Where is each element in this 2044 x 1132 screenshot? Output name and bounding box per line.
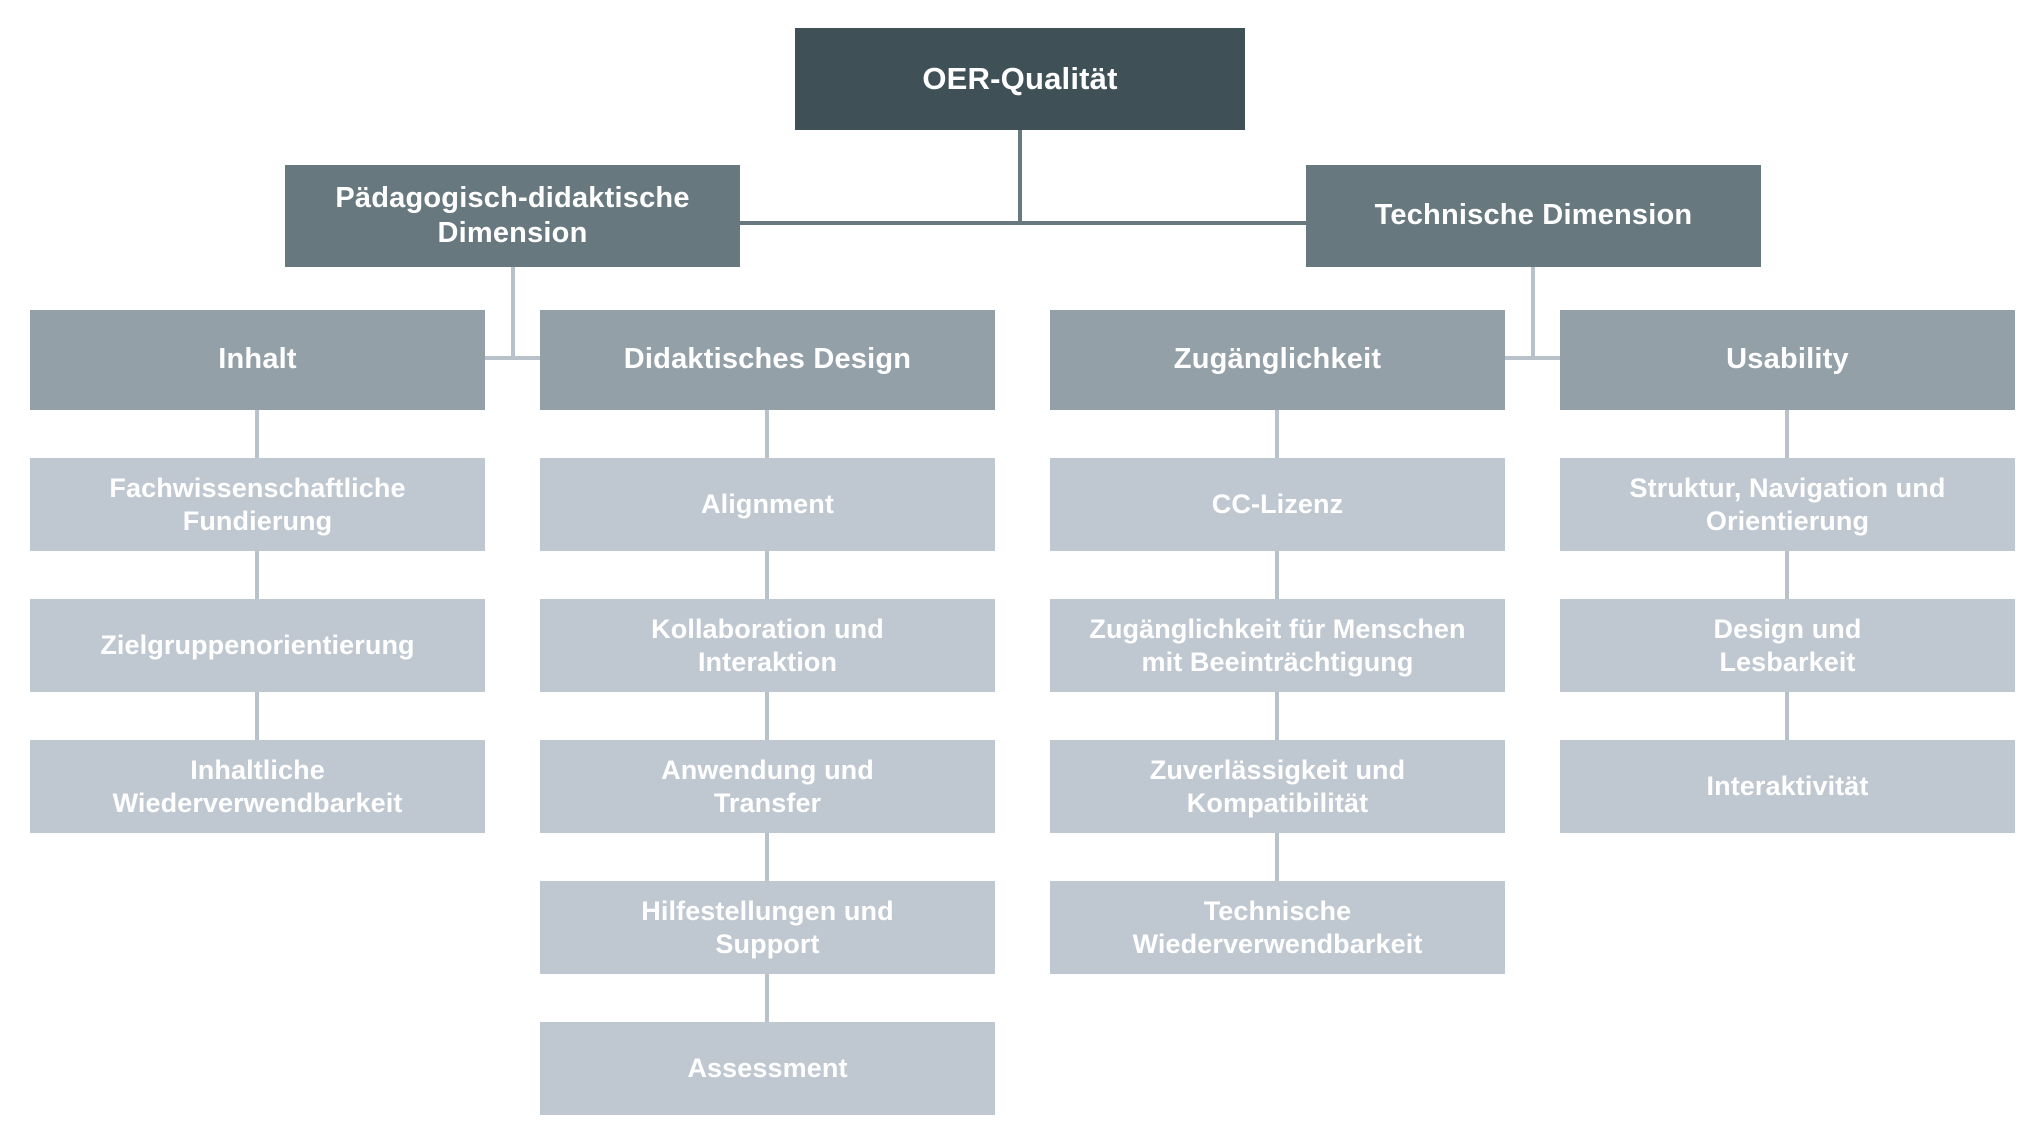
node-dimension-technische[interactable]: Technische Dimension [1306,165,1761,267]
node-label: Didaktisches Design [623,343,912,376]
connector-didaktik-5 [765,974,769,1022]
node-leaf-didaktik-2[interactable]: Kollaboration und Interaktion [540,599,995,692]
node-label: CC-Lizenz [1211,489,1344,520]
node-label: Technische Wiederverwendbarkeit [1132,895,1423,959]
node-label: Usability [1726,343,1849,376]
node-leaf-inhalt-1[interactable]: Fachwissenschaftliche Fundierung [30,458,485,551]
connector-inhalt-2 [255,551,259,599]
node-leaf-zugang-4[interactable]: Technische Wiederverwendbarkeit [1050,881,1505,974]
node-label: Kollaboration und Interaktion [651,613,884,677]
connector-cat-spine-left [485,356,541,360]
node-category-didaktisches-design[interactable]: Didaktisches Design [540,310,995,410]
connector-inhalt-1 [255,410,259,458]
connector-zugang-1 [1275,410,1279,458]
connector-zugang-4 [1275,833,1279,881]
node-dimension-paedagogisch-didaktische[interactable]: Pädagogisch-didaktische Dimension [285,165,740,267]
node-leaf-usability-2[interactable]: Design und Lesbarkeit [1560,599,2015,692]
node-category-usability[interactable]: Usability [1560,310,2015,410]
node-label: OER-Qualität [922,61,1118,97]
node-leaf-didaktik-4[interactable]: Hilfestellungen und Support [540,881,995,974]
node-label: Inhaltliche Wiederverwendbarkeit [112,754,403,818]
connector-usability-2 [1785,551,1789,599]
connector-didaktik-1 [765,410,769,458]
node-label: Zielgruppenorientierung [100,630,415,661]
connector-dimension-spine [740,221,1306,225]
connector-zugang-3 [1275,692,1279,740]
connector-cat-spine-right [1505,356,1561,360]
node-leaf-zugang-1[interactable]: CC-Lizenz [1050,458,1505,551]
node-label: Pädagogisch-didaktische Dimension [335,181,690,249]
node-leaf-usability-3[interactable]: Interaktivität [1560,740,2015,833]
node-label: Zuverlässigkeit und Kompatibilität [1149,754,1406,818]
node-label: Zugänglichkeit für Menschen mit Beeinträ… [1089,613,1466,677]
node-leaf-inhalt-3[interactable]: Inhaltliche Wiederverwendbarkeit [30,740,485,833]
node-leaf-didaktik-3[interactable]: Anwendung und Transfer [540,740,995,833]
connector-root-down [1018,130,1022,223]
connector-inhalt-3 [255,692,259,740]
node-label: Alignment [701,489,834,520]
node-label: Design und Lesbarkeit [1713,613,1862,677]
connector-usability-1 [1785,410,1789,458]
node-leaf-zugang-2[interactable]: Zugänglichkeit für Menschen mit Beeinträ… [1050,599,1505,692]
node-category-inhalt[interactable]: Inhalt [30,310,485,410]
connector-didaktik-4 [765,833,769,881]
node-label: Inhalt [218,343,297,376]
node-category-zugaenglichkeit[interactable]: Zugänglichkeit [1050,310,1505,410]
node-label: Fachwissenschaftliche Fundierung [109,472,406,536]
node-label: Struktur, Navigation und Orientierung [1629,472,1946,536]
node-root-oer-qualitaet[interactable]: OER-Qualität [795,28,1245,130]
connector-usability-3 [1785,692,1789,740]
node-label: Zugänglichkeit [1173,343,1382,376]
connector-dim1-down [511,267,515,358]
node-leaf-inhalt-2[interactable]: Zielgruppenorientierung [30,599,485,692]
node-label: Anwendung und Transfer [661,754,874,818]
connector-didaktik-3 [765,692,769,740]
node-label: Technische Dimension [1374,199,1693,232]
connector-didaktik-2 [765,551,769,599]
connector-zugang-2 [1275,551,1279,599]
node-leaf-usability-1[interactable]: Struktur, Navigation und Orientierung [1560,458,2015,551]
connector-dim2-down [1531,267,1535,358]
node-label: Assessment [687,1053,848,1084]
node-leaf-didaktik-1[interactable]: Alignment [540,458,995,551]
node-label: Hilfestellungen und Support [641,895,894,959]
node-leaf-zugang-3[interactable]: Zuverlässigkeit und Kompatibilität [1050,740,1505,833]
node-label: Interaktivität [1706,771,1869,802]
node-leaf-didaktik-5[interactable]: Assessment [540,1022,995,1115]
